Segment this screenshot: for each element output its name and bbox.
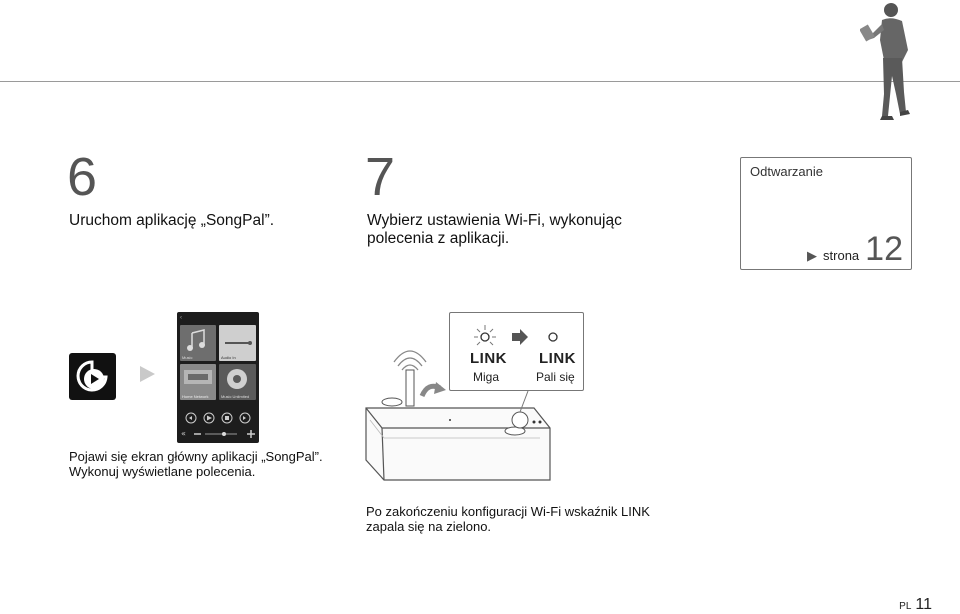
footer-language: PL bbox=[899, 601, 912, 612]
link-label-before: LINK bbox=[470, 350, 507, 367]
link-state-lit: Pali się bbox=[536, 370, 575, 384]
reference-page-number: 12 bbox=[865, 230, 903, 268]
tile-music-unlimited: Music Unlimited bbox=[219, 364, 256, 400]
tile-music-unlimited-label: Music Unlimited bbox=[221, 394, 250, 399]
svg-text:«: « bbox=[181, 429, 186, 438]
tile-audio-in-label: Audio In bbox=[221, 355, 236, 360]
link-state-blinking: Miga bbox=[473, 370, 500, 384]
caption-left-line1: Pojawi się ekran główny aplikacji „SongP… bbox=[69, 449, 323, 464]
tile-audio-in: Audio In bbox=[219, 325, 256, 361]
caption-right-line1: Po zakończeniu konfiguracji Wi-Fi wskaźn… bbox=[366, 504, 650, 519]
step-6-text: Uruchom aplikację „SongPal”. bbox=[69, 212, 275, 229]
speaker-illustration bbox=[365, 350, 551, 481]
tile-music: Music bbox=[180, 325, 216, 361]
page-footer: PL 11 bbox=[899, 596, 932, 614]
step-7-text-line1: Wybierz ustawienia Wi-Fi, wykonując bbox=[367, 212, 622, 229]
step-6-number: 6 bbox=[67, 147, 97, 207]
reference-page-link[interactable]: ▶ strona 12 bbox=[807, 231, 903, 267]
reference-label: strona bbox=[823, 248, 860, 263]
reference-box-title: Odtwarzanie bbox=[750, 164, 823, 179]
player-controls: « bbox=[181, 412, 255, 438]
play-triangle-icon: ▶ bbox=[807, 248, 818, 263]
link-led-icons bbox=[474, 325, 558, 346]
link-indicator-callout: LINK Miga LINK Pali się bbox=[449, 312, 584, 391]
step-7-text-line2: polecenia z aplikacji. bbox=[367, 230, 510, 247]
tile-music-label: Music bbox=[182, 355, 193, 360]
step-7-number: 7 bbox=[365, 147, 395, 207]
link-label-after: LINK bbox=[539, 350, 576, 367]
back-icon: ‹ bbox=[180, 315, 182, 321]
next-arrow-icon bbox=[140, 366, 155, 382]
person-with-tablet-illustration bbox=[860, 3, 910, 120]
tile-home-network-label: Home Network bbox=[182, 394, 209, 399]
songpal-home-screen: ‹ Music Audio In Home Network Music Unli… bbox=[177, 312, 259, 443]
footer-page-number: 11 bbox=[915, 596, 932, 613]
songpal-app-icon bbox=[69, 353, 116, 400]
caption-right-line2: zapala się na zielono. bbox=[366, 519, 492, 534]
tile-home-network: Home Network bbox=[180, 364, 216, 400]
header-rule bbox=[0, 81, 960, 82]
caption-left-line2: Wykonuj wyświetlane polecenia. bbox=[69, 464, 256, 479]
reference-box: Odtwarzanie ▶ strona 12 bbox=[740, 157, 912, 270]
